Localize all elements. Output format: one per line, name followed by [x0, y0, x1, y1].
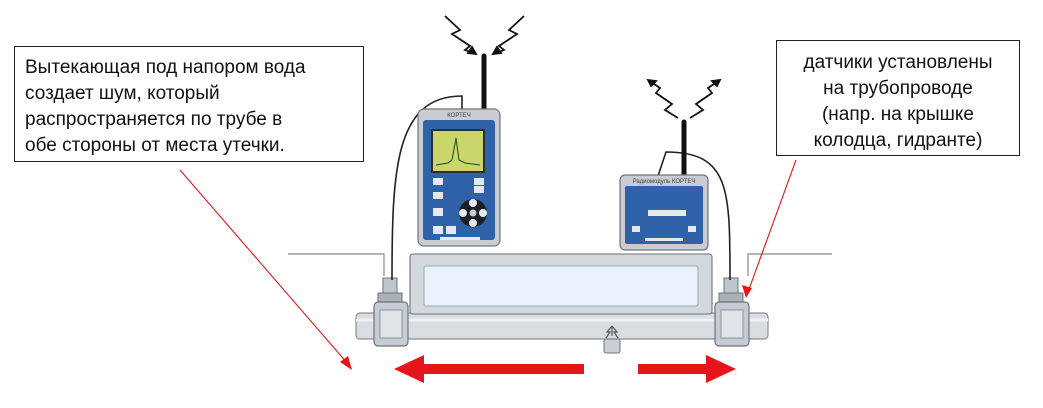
- pointer-lines: [179, 159, 797, 365]
- radio-module: Радиомодуль КОРТЕЧ: [619, 174, 709, 251]
- main-unit-brand: КОРТЕЧ: [447, 113, 471, 119]
- antennas: [481, 53, 687, 179]
- main-unit: КОРТЕЧ: [417, 108, 501, 247]
- pointer-arrowhead-right: [742, 285, 752, 298]
- noise-arrow-left: [394, 355, 584, 383]
- noise-arrow-right: [638, 355, 736, 383]
- sensor-placement-text: датчики установлены на трубопроводе (нап…: [803, 52, 993, 151]
- sensor-cables: [391, 95, 731, 281]
- leak-noise-text: Вытекающая под напором вода создает шум,…: [25, 57, 306, 156]
- left-sensor: [373, 277, 409, 347]
- right-sensor: [714, 277, 750, 347]
- pipe: [355, 312, 769, 340]
- leak-point: [603, 325, 621, 354]
- well-chamber: [409, 253, 713, 315]
- leak-noise-callout: Вытекающая под напором вода создает шум,…: [14, 46, 364, 162]
- radio-module-brand: Радиомодуль КОРТЕЧ: [633, 179, 696, 185]
- signal-waves: [444, 15, 722, 119]
- pointer-arrowhead-left: [340, 356, 352, 370]
- ground-lines: [288, 253, 832, 276]
- sensor-placement-callout: датчики установлены на трубопроводе (нап…: [776, 40, 1020, 156]
